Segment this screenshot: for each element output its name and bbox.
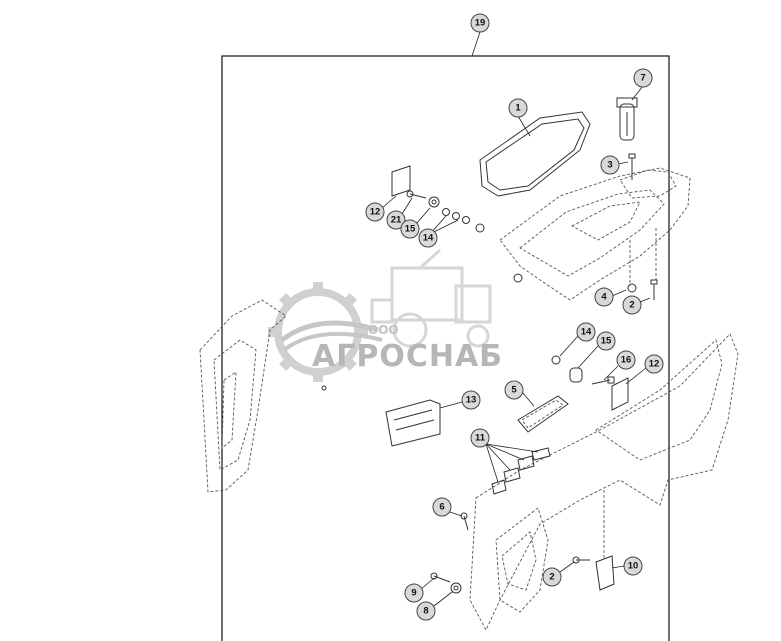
callout-10[interactable]: 10 [623,556,643,576]
pads-11-leaders [485,443,539,483]
watermark-brand-text: АГРОСНАБ [312,339,503,374]
svg-text:19: 19 [475,18,486,29]
callout-15-upper[interactable]: 15 [400,219,420,239]
svg-text:13: 13 [466,395,477,406]
svg-text:8: 8 [423,606,428,617]
small-clip [321,385,327,391]
callout-7[interactable]: 7 [633,68,653,88]
callout-11[interactable]: 11 [470,428,490,448]
bolt-9 [430,572,451,583]
callout-14-upper[interactable]: 14 [418,228,438,248]
bolt-21 [406,190,427,199]
svg-text:6: 6 [439,502,444,513]
svg-text:15: 15 [601,336,612,347]
bolt-2-upper [650,279,658,300]
washer-8 [450,582,462,594]
callout-5[interactable]: 5 [504,380,524,400]
bolt-2-lower [572,556,590,564]
svg-text:15: 15 [405,224,416,235]
svg-text:1: 1 [515,103,521,114]
watermark-small-text: ООО [368,323,399,337]
callout-4[interactable]: 4 [594,287,614,307]
left-side-panel [199,299,287,493]
washers-14-upper [442,208,485,233]
washer-14-middle [551,355,561,365]
assembly-frame [221,31,670,641]
watermark: ООО АГРОСНАБ [268,248,503,382]
svg-text:2: 2 [629,300,634,311]
svg-text:16: 16 [621,355,632,366]
svg-text:11: 11 [475,433,486,444]
bracket-10 [595,555,615,591]
washer-15-upper [428,196,440,208]
callout-9[interactable]: 9 [404,583,424,603]
callout-3[interactable]: 3 [600,155,620,175]
screw-6 [460,512,469,531]
lower-console [469,333,739,632]
cover-plate-12-middle [611,377,629,411]
svg-text:4: 4 [601,292,607,303]
nut-4 [627,283,637,293]
spacer-15-middle [569,367,583,383]
screw-3 [628,153,636,180]
callout-12-middle[interactable]: 12 [644,354,664,374]
svg-text:14: 14 [423,233,434,244]
svg-text:2: 2 [549,572,554,583]
callout-12-upper[interactable]: 12 [365,202,385,222]
callout-2-upper[interactable]: 2 [622,295,642,315]
callout-1[interactable]: 1 [508,98,528,118]
svg-text:3: 3 [607,160,612,171]
upper-console [499,167,691,301]
grille-5 [517,395,569,433]
pads-11 [491,447,551,495]
callout-8[interactable]: 8 [416,601,436,621]
callout-13[interactable]: 13 [461,390,481,410]
svg-text:5: 5 [511,385,517,396]
harvester-silhouette [370,248,492,348]
svg-text:12: 12 [649,359,660,370]
cover-plate-12-upper [391,165,411,197]
svg-text:9: 9 [411,588,416,599]
panel-13 [385,399,441,447]
svg-text:12: 12 [370,207,381,218]
switch-part [616,97,638,141]
svg-text:7: 7 [640,73,645,84]
callout-2-lower[interactable]: 2 [542,567,562,587]
callout-15-middle[interactable]: 15 [596,331,616,351]
callout-21[interactable]: 21 [386,210,406,230]
callout-16[interactable]: 16 [616,350,636,370]
svg-text:21: 21 [391,215,402,226]
bolt-16 [591,376,615,385]
window-seal [479,111,591,197]
svg-text:10: 10 [628,561,639,572]
callout-6[interactable]: 6 [432,497,452,517]
svg-text:14: 14 [581,327,592,338]
callout-14-middle[interactable]: 14 [576,322,596,342]
gear-logo [268,282,383,382]
callout-19[interactable]: 19 [470,13,490,33]
